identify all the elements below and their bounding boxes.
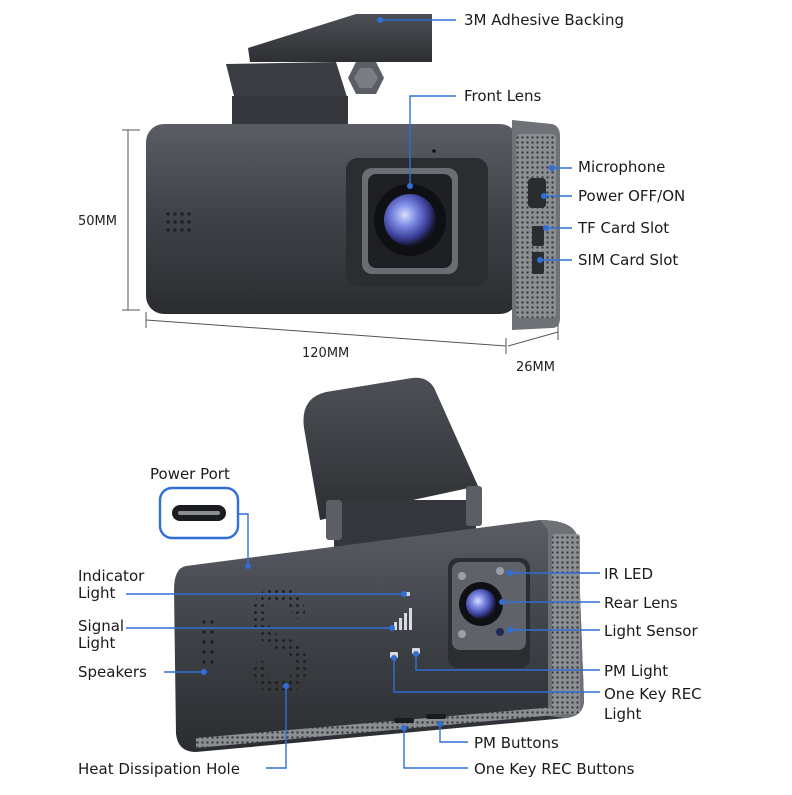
adhesive-plate — [248, 14, 432, 62]
rear-side-grill — [552, 534, 580, 714]
pm-button — [426, 714, 446, 719]
label-adhesive: 3M Adhesive Backing — [464, 11, 624, 29]
dim-height: 50MM — [78, 214, 117, 229]
dim-width: 120MM — [302, 346, 350, 361]
ir-led-3 — [458, 630, 466, 638]
label-tf-card: TF Card Slot — [578, 219, 670, 237]
label-heat: Heat Dissipation Hole — [78, 760, 240, 778]
heat-vent-strip — [196, 706, 566, 748]
label-indicator-1: Indicator — [78, 567, 145, 585]
label-microphone: Microphone — [578, 158, 666, 176]
light-sensor — [496, 628, 504, 636]
ir-led-2 — [496, 567, 504, 575]
signal-light — [394, 608, 412, 630]
rear-device — [174, 377, 584, 752]
label-rec-light-1: One Key REC — [604, 685, 702, 703]
label-signal-2: Light — [78, 634, 116, 652]
label-speakers: Speakers — [78, 663, 147, 681]
rec-button — [394, 718, 414, 723]
front-device — [146, 14, 560, 330]
label-power: Power OFF/ON — [578, 187, 686, 205]
power-port-callout — [158, 486, 251, 569]
front-leader-dots — [377, 17, 555, 263]
label-front-lens: Front Lens — [464, 87, 542, 105]
label-rear-lens: Rear Lens — [604, 594, 678, 612]
label-indicator-2: Light — [78, 584, 116, 602]
rear-lens — [466, 589, 496, 619]
front-leaders — [380, 19, 572, 261]
rear-mount-plate — [303, 377, 478, 520]
dimension-lines — [122, 129, 559, 354]
label-pm-light: PM Light — [604, 662, 669, 680]
front-lens — [384, 194, 436, 246]
power-slider — [528, 178, 546, 208]
dim-depth: 26MM — [516, 360, 555, 375]
label-power-port: Power Port — [150, 465, 230, 483]
ir-led-1 — [458, 572, 466, 580]
label-light-sensor: Light Sensor — [604, 622, 698, 640]
label-rec-light-2: Light — [604, 705, 642, 723]
label-pm-buttons: PM Buttons — [474, 734, 559, 752]
speaker-grill — [202, 620, 214, 664]
label-sim-card: SIM Card Slot — [578, 251, 679, 269]
label-ir-led: IR LED — [604, 565, 653, 583]
rear-leaders — [126, 572, 600, 769]
label-signal-1: Signal — [78, 617, 125, 635]
front-vent — [166, 212, 191, 232]
label-rec-buttons: One Key REC Buttons — [474, 760, 635, 778]
rear-leader-dots — [201, 570, 513, 731]
